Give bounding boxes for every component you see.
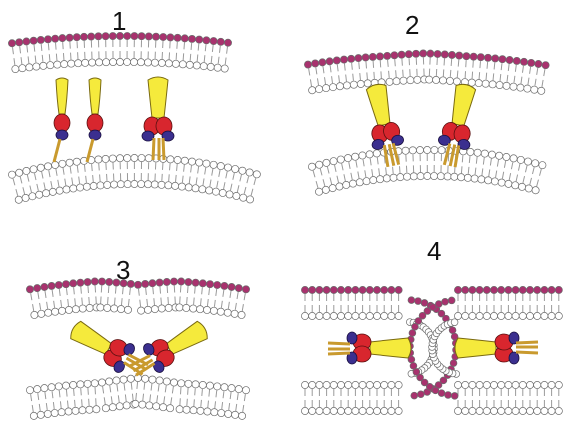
panel1-snare-b xyxy=(87,78,103,162)
blue-domain xyxy=(347,332,357,344)
helix-bundle xyxy=(455,338,496,358)
panel4-lower-left-membrane xyxy=(301,381,402,414)
panel4-lower-right-membrane xyxy=(454,381,562,414)
blue-domain xyxy=(142,131,154,141)
helix xyxy=(89,78,101,114)
helix-bundle xyxy=(448,83,476,127)
panel4-upper-right-membrane xyxy=(454,286,562,319)
tm-anchor xyxy=(54,139,60,162)
blue-domain xyxy=(509,352,519,364)
tm-anchor xyxy=(516,342,538,353)
blue-domain xyxy=(56,130,68,140)
panel-number-4: 4 xyxy=(427,236,441,267)
panel4-snare-right xyxy=(455,332,538,364)
panel1-upper-membrane xyxy=(8,32,231,72)
panel4-snare-left xyxy=(328,332,411,364)
helix xyxy=(56,78,68,114)
red-domain xyxy=(87,114,103,132)
panel2-snare-right xyxy=(434,81,483,169)
panel-number-3: 3 xyxy=(116,255,130,286)
helix-bundle xyxy=(370,338,411,358)
blue-domain xyxy=(89,130,101,140)
panel1-snare-a xyxy=(54,78,70,162)
helix-bundle xyxy=(148,77,168,118)
tm-anchor xyxy=(328,343,350,354)
panel4-upper-left-membrane xyxy=(301,286,402,319)
panel-number-2: 2 xyxy=(405,10,419,41)
panel4-pore-rim-right xyxy=(407,297,460,399)
panel1-snare-complex xyxy=(142,77,174,160)
panel1-lower-membrane xyxy=(8,154,260,203)
panel3-snare-right xyxy=(125,315,213,384)
panel3-upper-membrane xyxy=(26,278,249,319)
tm-anchor xyxy=(444,143,459,167)
helix-bundle xyxy=(366,83,394,127)
panel2-upper-membrane xyxy=(304,50,549,95)
panel-number-1: 1 xyxy=(112,6,126,37)
red-domain xyxy=(54,114,70,132)
panel3-lower-membrane xyxy=(26,374,249,419)
panel2-lower-membrane xyxy=(308,146,546,195)
tm-anchor xyxy=(153,138,164,160)
